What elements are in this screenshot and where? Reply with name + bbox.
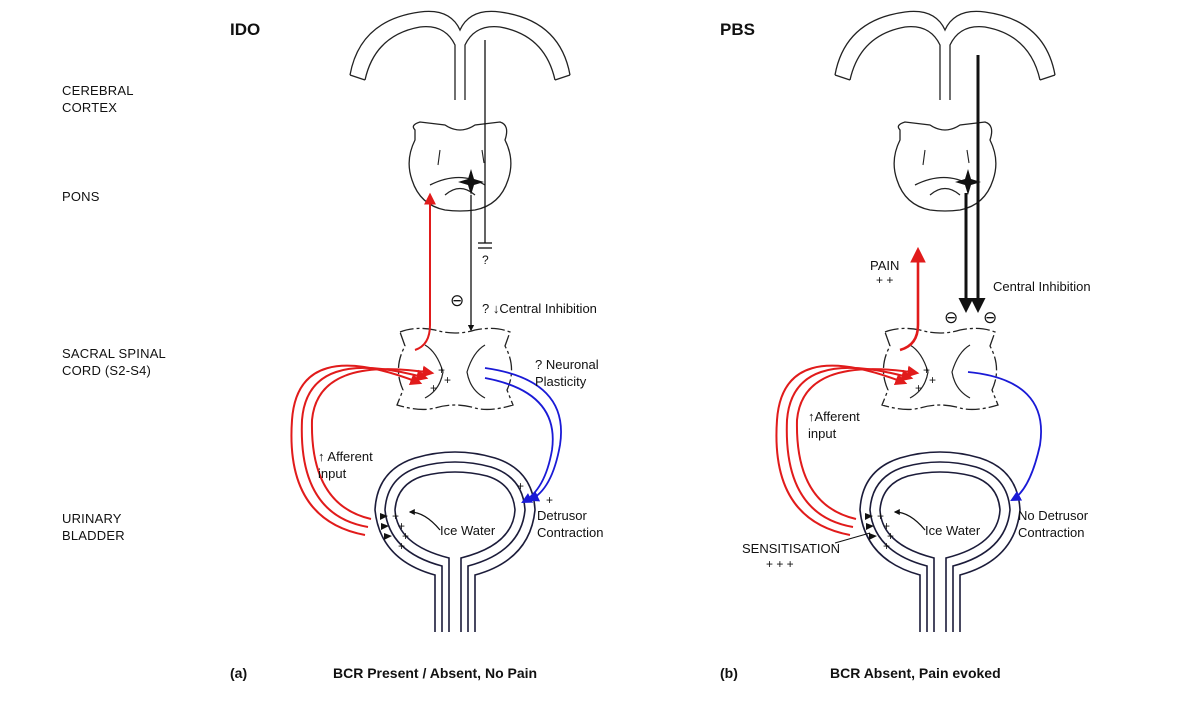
panel-b-plus-3: + [915,381,923,395]
panel-a-plus-2: + [444,373,452,387]
panel-a-letter: (a) [230,665,248,681]
panel-b-pain: PAIN [870,258,900,273]
panel-a-plus-5: + [546,493,554,507]
panel-b-caption: BCR Absent, Pain evoked [830,665,1001,681]
panel-b-minus-1: ⊖ [944,308,959,327]
panel-b-title: PBS [720,20,755,39]
panel-a-neuronal-plasticity: ? Neuronal Plasticity [535,357,599,389]
panel-a-afferent-input: ↑ Afferent input [318,449,373,481]
panel-a-plus-1: + [438,363,446,377]
panel-a-plus-4: + [517,479,525,493]
panel-a-plus-7: + [398,519,406,533]
panel-b-plus-6: + [887,529,895,543]
panel-b-central-inhibition: Central Inhibition [993,279,1091,294]
panel-a-plus-9: + [398,539,406,553]
panel-a-ice-water: Ice Water [440,523,496,538]
panel-a-receptors [380,513,392,540]
panel-a-central-inhibition: ? ↓Central Inhibition [482,301,597,316]
panel-b-detrusor: No Detrusor Contraction [1018,508,1089,540]
panel-b-minus-2: ⊖ [983,308,998,327]
panel-a-plus-8: + [402,529,410,543]
panel-a-detrusor: Detrusor Contraction [537,508,604,540]
panel-b-plus-1: + [923,363,931,377]
panel-b-plus-2: + [929,373,937,387]
level-bladder: URINARY BLADDER [62,511,125,543]
level-pons: PONS [62,189,100,204]
panel-b-sensitisation: SENSITISATION [742,541,840,556]
panel-b-pain-arrow [899,246,926,352]
panel-a-plus-3: + [430,381,438,395]
panel-a-caption: BCR Present / Absent, No Pain [333,665,538,681]
panel-b-plus-4: + [877,509,885,523]
panel-a-title: IDO [230,20,261,39]
panel-a-question: ? [482,253,489,267]
panel-a-ascending-red [414,192,436,351]
panel-b-receptors [865,513,877,540]
panel-a-plus-6: + [392,509,400,523]
panel-b-afferent-input: ↑Afferent input [808,409,860,441]
panel-b-pain-plus: + + [876,273,894,287]
panel-a-minus: ⊖ [450,291,465,310]
panel-b-pons-neuron [955,169,981,195]
panel-b-diagram [775,10,1056,633]
panel-b-sensitisation-plus: + + + [766,557,794,571]
panel-a-diagram [290,10,571,633]
panel-b-ice-water: Ice Water [925,523,981,538]
panel-b-letter: (b) [720,665,738,681]
panel-a-pons-neuron [458,169,484,195]
level-cortex: CEREBRAL CORTEX [62,83,134,115]
panel-b-plus-7: + [883,539,891,553]
panel-b-plus-5: + [883,519,891,533]
level-spinal: SACRAL SPINAL CORD (S2-S4) [62,346,166,378]
